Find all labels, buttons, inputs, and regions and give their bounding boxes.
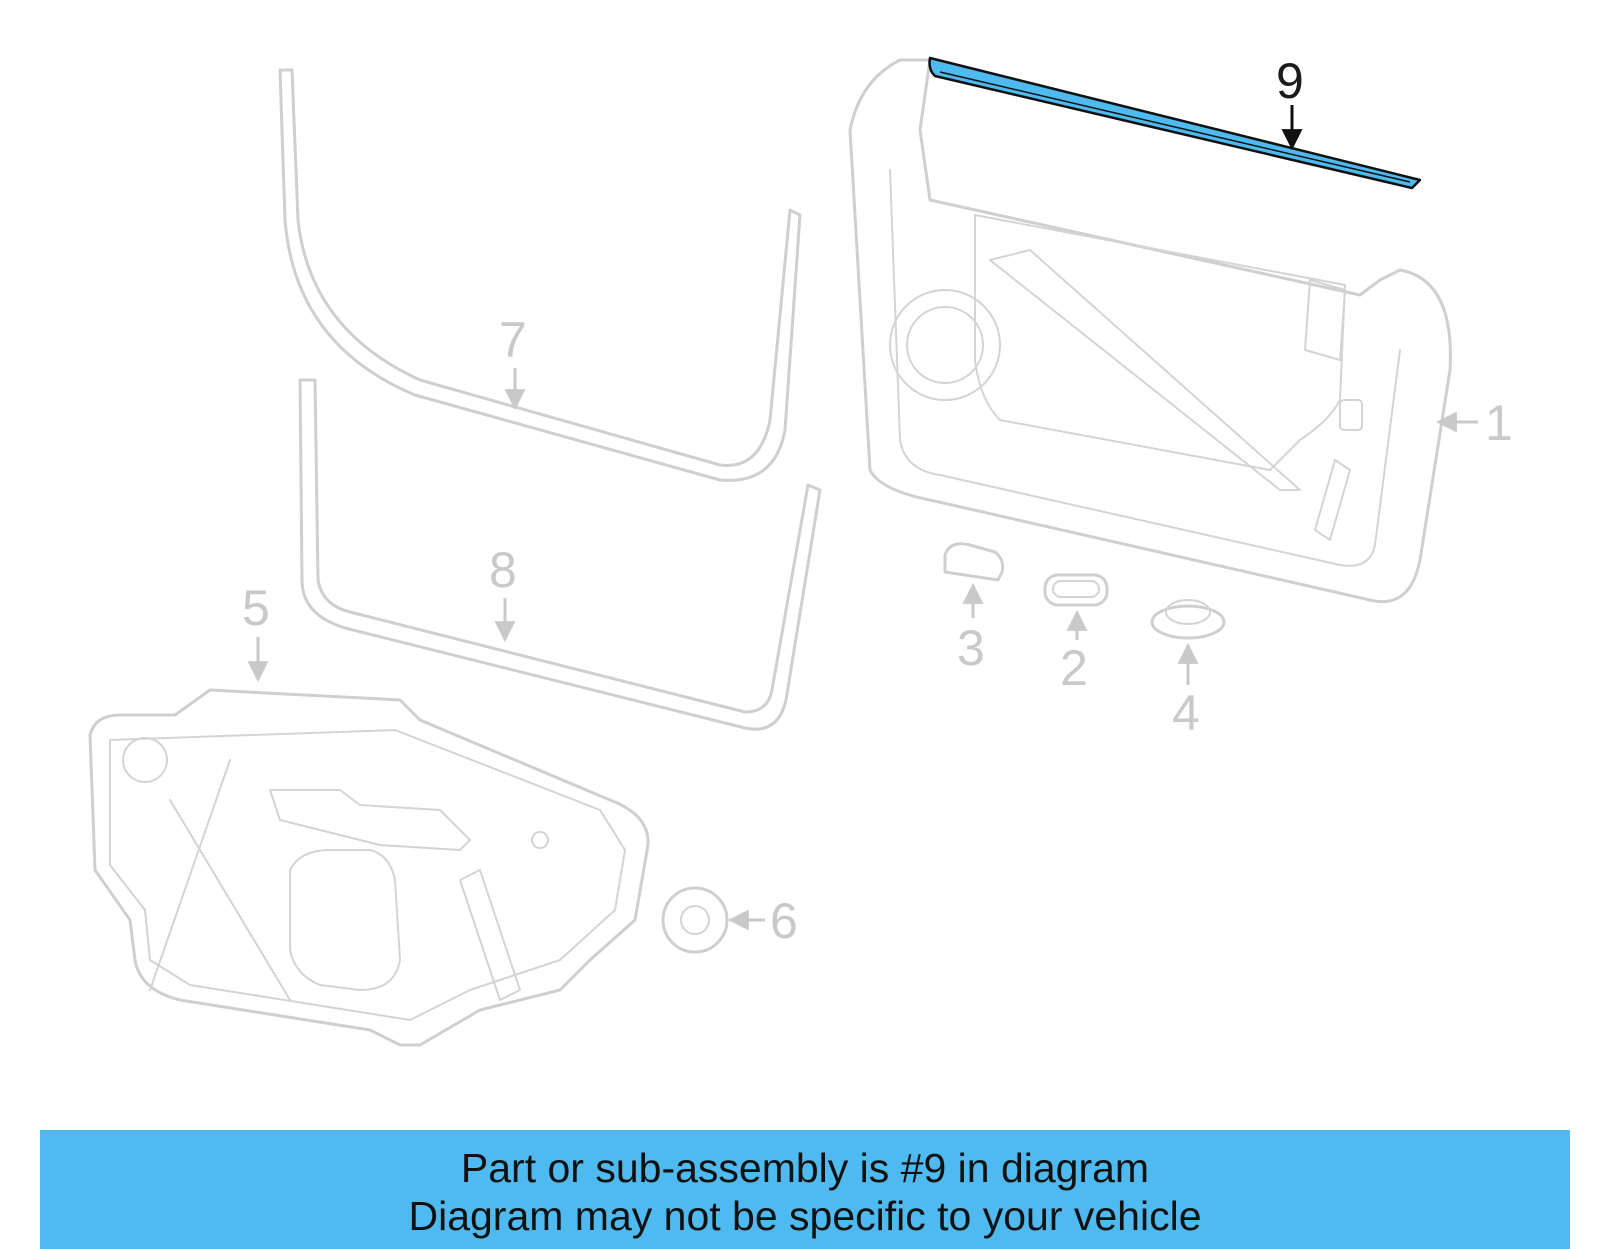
callout-4: 4 [1172,685,1200,741]
callout-5: 5 [242,580,270,636]
callout-7: 7 [499,312,527,368]
callout-1: 1 [1485,395,1513,451]
callout-9: 9 [1276,53,1304,109]
regulator-carrier-part-5 [88,688,650,1047]
plug-part-2 [1043,573,1109,607]
window-belt-molding-part-9 [928,56,1422,190]
banner-line-2: Diagram may not be specific to your vehi… [408,1193,1202,1239]
door-shell-part [848,58,1452,604]
callout-8: 8 [489,542,517,598]
plug-part-6 [661,886,729,954]
weatherstrip-part-7 [278,68,802,482]
banner-line-1: Part or sub-assembly is #9 in diagram [460,1145,1150,1191]
callout-2: 2 [1060,640,1088,696]
callout-3: 3 [957,620,985,676]
info-banner: Part or sub-assembly is #9 in diagram Di… [40,1130,1570,1249]
clip-part-3 [943,542,1005,582]
callout-6: 6 [770,893,798,949]
weatherstrip-part-8 [298,378,822,731]
plug-part-4 [1150,599,1226,640]
